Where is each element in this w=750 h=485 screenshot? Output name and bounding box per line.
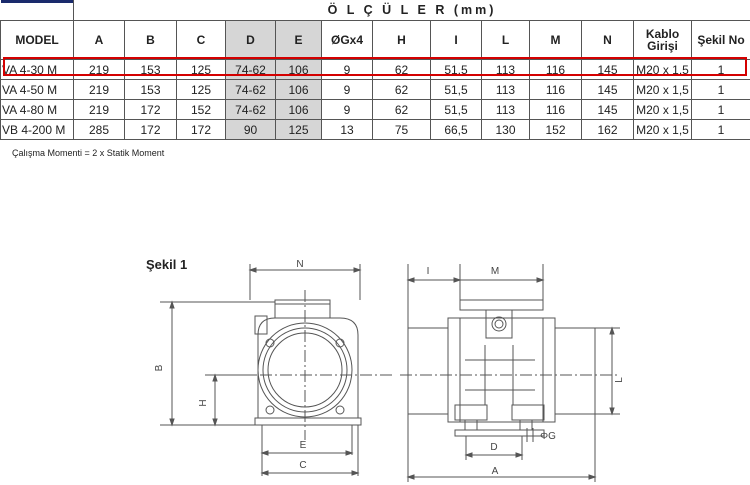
label-h: H bbox=[198, 399, 209, 406]
value-cell: 145 bbox=[581, 99, 634, 120]
value-cell: 74-62 bbox=[225, 99, 276, 120]
model-cell: VA 4-50 M bbox=[0, 79, 74, 100]
value-cell: 62 bbox=[372, 99, 431, 120]
header-m: M bbox=[529, 20, 582, 60]
side-view: I M L bbox=[400, 264, 625, 482]
label-d: D bbox=[490, 442, 497, 453]
value-cell: 74-62 bbox=[225, 79, 276, 100]
highlighted-row-frame bbox=[3, 57, 747, 76]
value-cell: 51,5 bbox=[430, 99, 482, 120]
header-h: H bbox=[372, 20, 431, 60]
label-b: B bbox=[154, 364, 165, 371]
label-e: E bbox=[300, 440, 307, 451]
label-l: L bbox=[614, 377, 625, 383]
value-cell: 1 bbox=[690, 119, 750, 140]
value-cell: 106 bbox=[275, 99, 322, 120]
header-sekil: Şekil No bbox=[690, 20, 750, 60]
value-cell: M20 x 1,5 bbox=[633, 79, 692, 100]
value-cell: 13 bbox=[321, 119, 373, 140]
label-g: ΦG bbox=[540, 431, 556, 442]
label-i: I bbox=[427, 266, 430, 277]
model-cell: VA 4-80 M bbox=[0, 99, 74, 120]
value-cell: 75 bbox=[372, 119, 431, 140]
value-cell: 162 bbox=[581, 119, 634, 140]
header-model: MODEL bbox=[0, 20, 74, 60]
value-cell: 90 bbox=[225, 119, 276, 140]
moment-note: Çalışma Momenti = 2 x Statik Moment bbox=[12, 148, 165, 158]
value-cell: 106 bbox=[275, 79, 322, 100]
value-cell: 219 bbox=[73, 99, 125, 120]
value-cell: 285 bbox=[73, 119, 125, 140]
value-cell: 130 bbox=[481, 119, 530, 140]
label-c: C bbox=[299, 460, 306, 471]
model-cell: VB 4-200 M bbox=[0, 119, 74, 140]
value-cell: 152 bbox=[176, 99, 226, 120]
label-n: N bbox=[296, 259, 303, 270]
value-cell: 116 bbox=[529, 99, 582, 120]
label-m: M bbox=[491, 266, 499, 277]
figure-title: Şekil 1 bbox=[146, 257, 187, 272]
value-cell: 152 bbox=[529, 119, 582, 140]
label-a: A bbox=[492, 466, 499, 477]
value-cell: 219 bbox=[73, 79, 125, 100]
header-n: N bbox=[581, 20, 634, 60]
value-cell: 66,5 bbox=[430, 119, 482, 140]
header-e: E bbox=[275, 20, 322, 60]
header-row: MODEL A B C D E ØGx4 H I L M N Kablo Gir… bbox=[0, 20, 750, 60]
value-cell: 116 bbox=[529, 79, 582, 100]
header-g: ØGx4 bbox=[321, 20, 373, 60]
value-cell: 125 bbox=[176, 79, 226, 100]
value-cell: M20 x 1,5 bbox=[633, 99, 692, 120]
front-view: N B H E bbox=[154, 259, 395, 476]
